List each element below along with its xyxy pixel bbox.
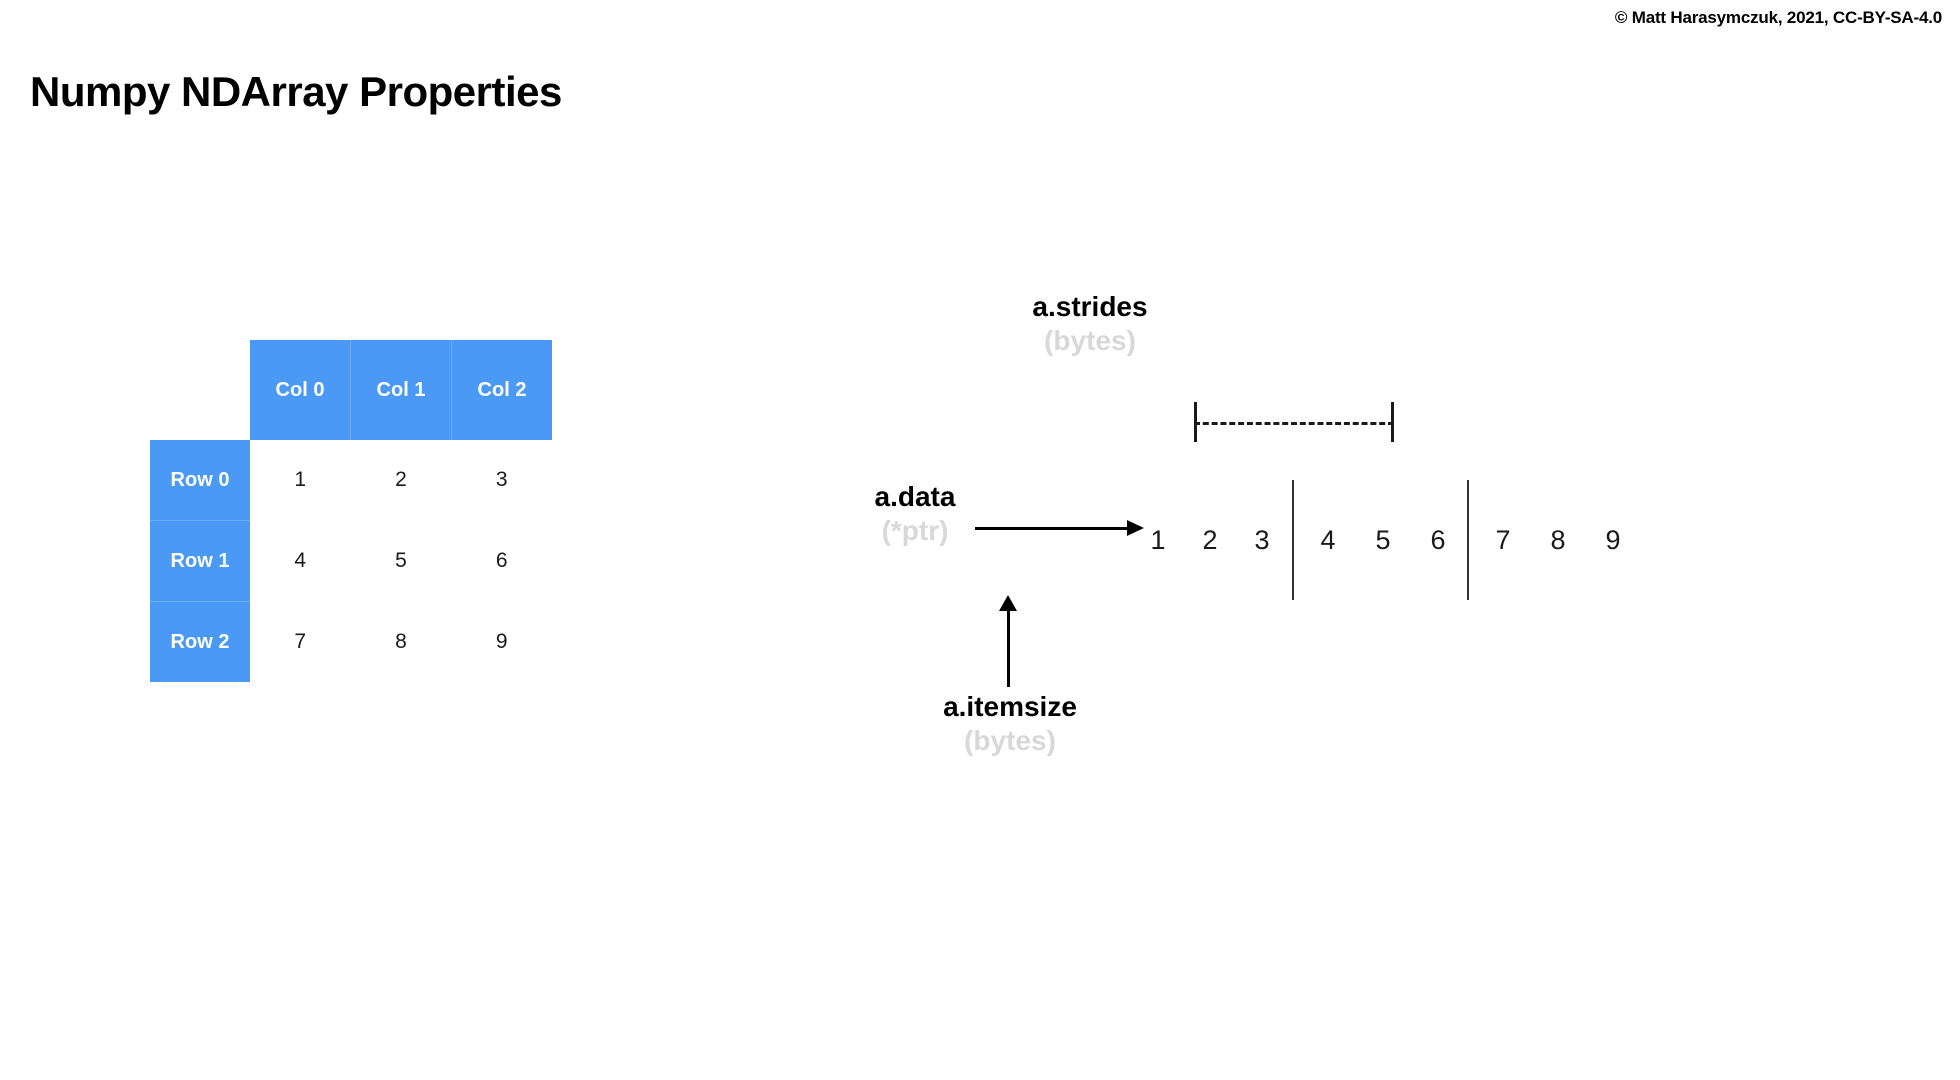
strides-bracket-right-tick <box>1391 402 1394 442</box>
buffer-item-4: 5 <box>1375 525 1391 555</box>
buffer-item-6: 7 <box>1495 525 1511 555</box>
strides-bracket-dashed-line <box>1194 422 1394 425</box>
data-label: a.data (*ptr) <box>820 480 1010 548</box>
table-row: Row 1 4 5 6 <box>150 520 552 602</box>
column-header-col-0: Col 0 <box>250 340 351 440</box>
copyright-notice: © Matt Harasymczuk, 2021, CC-BY-SA-4.0 <box>1614 8 1942 27</box>
table-row: Row 0 1 2 3 <box>150 440 552 521</box>
data-arrow-head <box>1127 520 1144 536</box>
buffer-item-7: 8 <box>1550 525 1566 555</box>
itemsize-arrow-shaft <box>1007 607 1010 687</box>
flat-memory-buffer: 1 2 3 4 5 6 7 8 9 <box>1130 480 1750 600</box>
buffer-item-5: 6 <box>1430 525 1446 555</box>
row-header-row-1: Row 1 <box>150 520 250 602</box>
itemsize-arrow-head <box>999 595 1017 611</box>
cell-r2c0: 7 <box>250 601 351 682</box>
buffer-item-2: 3 <box>1254 525 1270 555</box>
cell-r1c2: 6 <box>451 520 552 602</box>
itemsize-name: a.itemsize <box>943 691 1077 722</box>
cell-r0c1: 2 <box>350 440 452 521</box>
itemsize-arrow-icon <box>998 595 1020 687</box>
data-name: a.data <box>874 481 956 512</box>
data-arrow-shaft <box>975 527 1130 530</box>
cell-r0c0: 1 <box>250 440 351 521</box>
cell-r1c0: 4 <box>250 520 351 602</box>
table-row: Row 2 7 8 9 <box>150 601 552 682</box>
cell-r2c2: 9 <box>451 601 552 682</box>
memory-layout-diagram: a.strides (bytes) a.data (*ptr) 1 2 3 4 … <box>820 290 1940 756</box>
row-header-row-2: Row 2 <box>150 601 250 682</box>
column-header-col-1: Col 1 <box>350 340 452 440</box>
itemsize-label: a.itemsize (bytes) <box>880 690 1140 758</box>
buffer-item-0: 1 <box>1150 525 1166 555</box>
itemsize-unit: (bytes) <box>964 725 1056 757</box>
cell-r0c2: 3 <box>451 440 552 521</box>
ndarray-2d-table: Col 0 Col 1 Col 2 Row 0 1 2 3 Row 1 4 5 … <box>150 340 590 682</box>
buffer-item-8: 9 <box>1605 525 1621 555</box>
table-header-row: Col 0 Col 1 Col 2 <box>150 340 552 440</box>
buffer-row-separator-2 <box>1467 480 1469 600</box>
strides-label: a.strides (bytes) <box>980 290 1200 358</box>
buffer-item-1: 2 <box>1202 525 1218 555</box>
strides-name: a.strides <box>1032 291 1148 322</box>
data-unit: (*ptr) <box>881 515 949 547</box>
matrix-table: Col 0 Col 1 Col 2 Row 0 1 2 3 Row 1 4 5 … <box>150 340 552 682</box>
data-pointer-arrow-icon <box>975 518 1145 538</box>
page-title: Numpy NDArray Properties <box>30 68 562 116</box>
buffer-item-3: 4 <box>1320 525 1336 555</box>
cell-r1c1: 5 <box>350 520 452 602</box>
table-corner-cell <box>150 340 250 440</box>
strides-bracket-icon <box>1194 402 1394 442</box>
column-header-col-2: Col 2 <box>451 340 552 440</box>
row-header-row-0: Row 0 <box>150 440 250 521</box>
buffer-row-separator-1 <box>1292 480 1294 600</box>
strides-unit: (bytes) <box>1044 325 1136 357</box>
cell-r2c1: 8 <box>350 601 452 682</box>
